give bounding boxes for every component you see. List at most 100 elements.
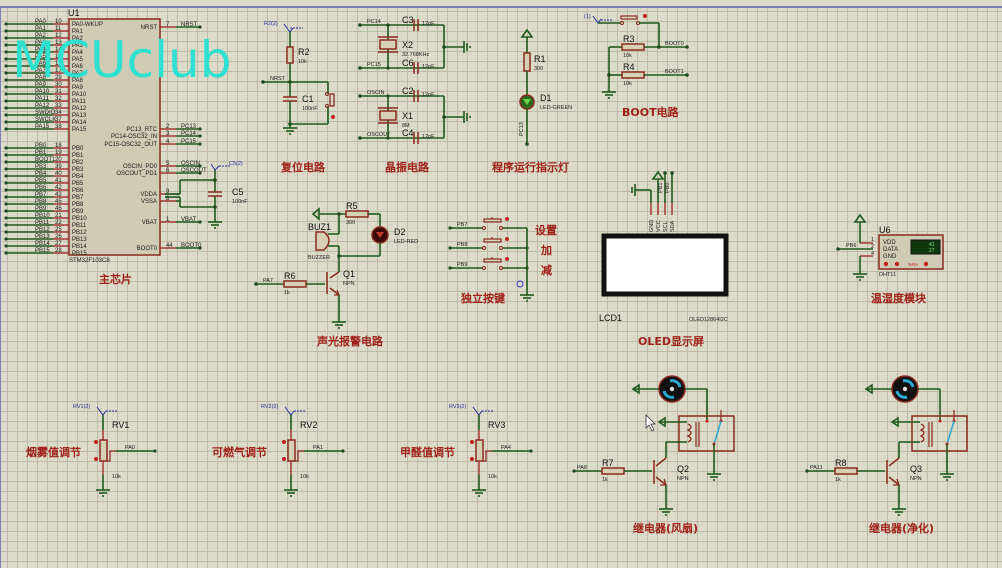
relay[interactable] [911, 415, 968, 452]
reset-button[interactable] [329, 93, 335, 107]
mcu-pin-name: PB8 [72, 202, 84, 208]
dht-button-2[interactable] [894, 261, 900, 267]
mcu-pin-name: PB1 [72, 153, 84, 159]
mcu-pin-name: PB10 [72, 216, 87, 222]
mcu-pin-name: PB14 [72, 244, 87, 250]
section-title-boot: BOOT电路 [622, 105, 680, 119]
crystal-x2[interactable]: PC14 PC15 X2 32.768KHz C3 12pF C6 12pF [358, 15, 471, 74]
mcu-net-label: PB12 [35, 227, 50, 233]
mcu-net-label: OSCIN [181, 161, 200, 167]
mcu-net-label: PB5 [35, 178, 47, 184]
mcu-pin-name: PA13 [72, 113, 87, 119]
mcu-pin-number: 38 [55, 124, 62, 130]
key-net-label: PB7 [457, 222, 467, 228]
resistor[interactable] [834, 467, 858, 475]
mcu-pin-name: PA0-WKUP [72, 22, 103, 28]
transistor-ref: Q2 [677, 464, 689, 474]
boot-button[interactable] [620, 15, 638, 20]
mcu-pin-number: 29 [55, 75, 62, 81]
pot-ref: RV3 [488, 420, 505, 430]
mcu-pin-number: 27 [55, 241, 62, 247]
d1-ref: D1 [540, 93, 552, 103]
mcu-body[interactable] [68, 18, 161, 256]
key-label: 设置 [535, 223, 557, 237]
mcu-net-label: PA2 [35, 33, 47, 39]
net-oled-sda: PB0 [665, 183, 671, 193]
dht-part: DHT11 [879, 272, 896, 278]
r1-value: 300 [534, 66, 543, 72]
transistor-ref: Q3 [910, 464, 922, 474]
pot-ref: RV2 [300, 420, 317, 430]
d2-ref: D2 [394, 227, 406, 237]
capacitor-c5[interactable]: C5(2) C5 100nF [165, 161, 248, 229]
resistor-r6[interactable] [283, 280, 307, 288]
resistor-r4[interactable] [621, 71, 645, 79]
key-button[interactable] [482, 237, 510, 250]
dht-ref: U6 [879, 225, 891, 235]
dht11-module[interactable]: PB6 1 2 4 U6 VDD DATA GND 41 27 %RH DHT1… [836, 214, 944, 305]
mcu-pin-number: 22 [55, 220, 62, 226]
mcu-pin-name: PB0 [72, 146, 84, 152]
boot-circuit[interactable]: (1) R3 10k BOOT0 R4 10k BOOT1 BOOT电路 [584, 14, 689, 119]
mcu-pin-number: 3 [166, 131, 170, 137]
r6-ref: R6 [284, 271, 296, 281]
crystal-circuit[interactable]: PC14 PC15 X2 32.768KHz C3 12pF C6 12pF [358, 15, 471, 174]
mcu-pin-name: PC13_RTC [126, 127, 157, 133]
net-pc14: PC14 [367, 19, 381, 25]
relay[interactable] [678, 415, 735, 452]
mcu-net-label: PC15 [181, 139, 197, 145]
section-title-run-led: 程序运行指示灯 [492, 160, 569, 174]
r4-value: 10k [623, 81, 632, 87]
mcu-pin-name: PB6 [72, 188, 84, 194]
mcu-pin-name: PB15 [72, 251, 87, 257]
key-net-label: PB9 [457, 262, 467, 268]
dht-display [910, 239, 941, 255]
mcu-net-label: PA0 [35, 19, 47, 25]
r3-ref: R3 [623, 34, 635, 44]
mcu-pin-name: PB13 [72, 237, 87, 243]
dht-button-3[interactable] [923, 261, 929, 267]
section-title-mcu: 主芯片 [99, 272, 132, 286]
key-button[interactable] [482, 217, 510, 230]
section-title-keys: 独立按键 [460, 291, 506, 305]
mcu-pin-name: PA15 [72, 127, 87, 133]
resistor-ref: R7 [602, 458, 614, 468]
run-led-circuit[interactable]: R1 300 D1 LED-GREEN PC13 程序运行指示灯 [492, 29, 572, 174]
resistor-r3[interactable] [621, 43, 645, 51]
resistor-r1[interactable] [523, 52, 531, 72]
reset-circuit[interactable]: R2(2) R2 10k NRST C1 100nF 复位电路 [261, 21, 335, 174]
r3-value: 10k [623, 53, 632, 59]
mcu-net-label: PA9 [35, 82, 47, 88]
resistor-r5[interactable] [345, 210, 369, 218]
resistor[interactable] [601, 467, 625, 475]
mcu-pin-number: 25 [55, 227, 62, 233]
mcu-pin-number: 30 [55, 82, 62, 88]
oled-pin-label: SCL [663, 221, 669, 232]
alarm-circuit[interactable]: R5 300 D2 LED-RED BUZ1 BUZZER Q1 NPN PA7… [254, 201, 418, 348]
x2-ref: X2 [402, 40, 413, 50]
mcu-pin-number: 43 [55, 192, 62, 198]
crystal-x1[interactable]: OSCIN OSCOUT X1 8M C2 12pF C4 12pF [358, 86, 471, 144]
buzzer[interactable] [315, 231, 330, 251]
dht-button-1[interactable] [883, 261, 889, 267]
resistor-r2[interactable] [286, 46, 294, 64]
mcu-pin-name: PB7 [72, 195, 84, 201]
mcu-pin-name: PB5 [72, 181, 84, 187]
mcu-pin-number: 9 [166, 189, 170, 195]
key-button[interactable] [482, 257, 510, 270]
oled-part: OLED12864I2C [689, 317, 728, 323]
section-title-crystal: 晶振电路 [385, 160, 430, 174]
mcu-pin-number: 16 [55, 61, 62, 67]
mcu-pin-number: 37 [55, 117, 62, 123]
mcu-pin-number: 17 [55, 68, 62, 74]
